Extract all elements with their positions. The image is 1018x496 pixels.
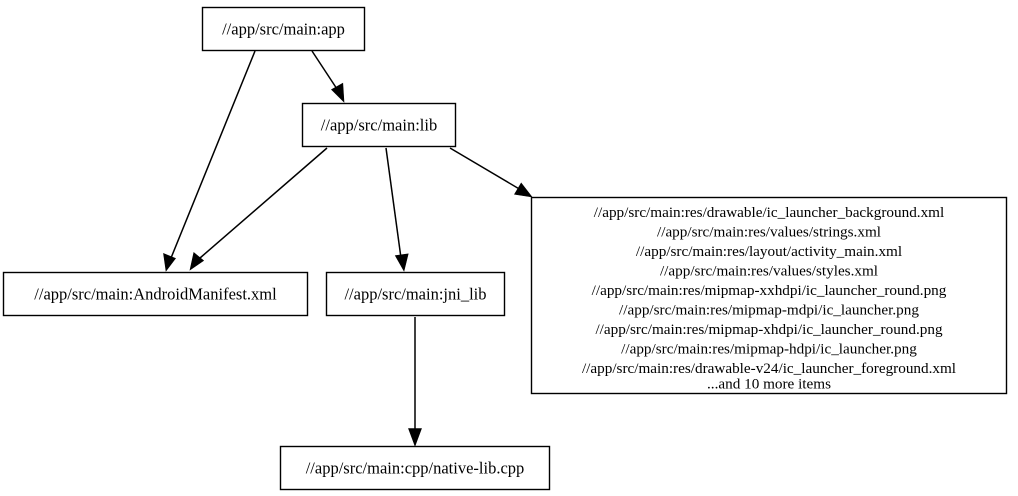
node-android-manifest-label: //app/src/main:AndroidManifest.xml xyxy=(34,284,277,303)
edge-line xyxy=(385,147,402,259)
edge-group xyxy=(163,50,533,447)
edge-lib-to-resource-group xyxy=(449,147,533,198)
node-resource-group-line-1: //app/src/main:res/drawable/ic_launcher_… xyxy=(594,204,944,221)
node-lib-label: //app/src/main:lib xyxy=(321,115,437,134)
node-native-lib-cpp-box[interactable] xyxy=(279,445,551,491)
edge-app-to-manifest xyxy=(163,50,256,272)
edge-lib-to-manifest xyxy=(189,147,328,271)
node-jni-lib[interactable]: //app/src/main:jni_lib xyxy=(325,271,506,317)
edge-line xyxy=(449,147,522,191)
arrowhead-icon xyxy=(394,253,409,272)
node-resource-group-line-9: //app/src/main:res/drawable-v24/ic_launc… xyxy=(582,360,956,377)
node-jni-lib-box[interactable] xyxy=(325,271,506,317)
node-resource-group-box[interactable] xyxy=(530,196,1008,395)
node-resource-group-line-7: //app/src/main:res/mipmap-xhdpi/ic_launc… xyxy=(595,321,943,338)
node-lib-box[interactable] xyxy=(301,102,457,148)
node-group: //app/src/main:app //app/src/main:lib //… xyxy=(2,6,1008,491)
edge-line xyxy=(199,147,328,259)
node-native-lib-cpp[interactable]: //app/src/main:cpp/native-lib.cpp xyxy=(279,445,551,491)
node-app-label: //app/src/main:app xyxy=(222,19,345,38)
node-lib[interactable]: //app/src/main:lib xyxy=(301,102,457,148)
node-resource-group-line-2: //app/src/main:res/values/strings.xml xyxy=(657,224,881,241)
edge-line xyxy=(311,50,338,90)
node-resource-group[interactable]: //app/src/main:res/drawable/ic_launcher_… xyxy=(530,196,1008,395)
arrowhead-icon xyxy=(189,252,205,271)
node-native-lib-cpp-label: //app/src/main:cpp/native-lib.cpp xyxy=(306,458,525,477)
node-resource-group-line-8: //app/src/main:res/mipmap-hdpi/ic_launch… xyxy=(621,341,917,358)
node-android-manifest-box[interactable] xyxy=(2,271,309,317)
edge-line xyxy=(170,50,256,259)
edge-jni-lib-to-native-lib xyxy=(408,317,422,447)
node-resource-group-line-5: //app/src/main:res/mipmap-xxhdpi/ic_laun… xyxy=(592,282,947,299)
arrowhead-icon xyxy=(514,182,533,198)
node-app[interactable]: //app/src/main:app xyxy=(201,6,366,52)
node-app-box[interactable] xyxy=(201,6,366,52)
arrowhead-icon xyxy=(331,82,345,103)
node-resource-group-line-3: //app/src/main:res/layout/activity_main.… xyxy=(636,243,902,260)
arrowhead-icon xyxy=(408,428,422,447)
edge-lib-to-jni-lib xyxy=(385,147,409,272)
arrowhead-icon xyxy=(163,253,176,272)
node-resource-group-line-4: //app/src/main:res/values/styles.xml xyxy=(660,263,878,280)
node-jni-lib-label: //app/src/main:jni_lib xyxy=(344,284,486,303)
node-resource-group-line-6: //app/src/main:res/mipmap-mdpi/ic_launch… xyxy=(619,302,919,319)
node-android-manifest[interactable]: //app/src/main:AndroidManifest.xml xyxy=(2,271,309,317)
edge-app-to-lib xyxy=(311,50,345,103)
node-resource-group-line-10: ...and 10 more items xyxy=(707,376,831,393)
